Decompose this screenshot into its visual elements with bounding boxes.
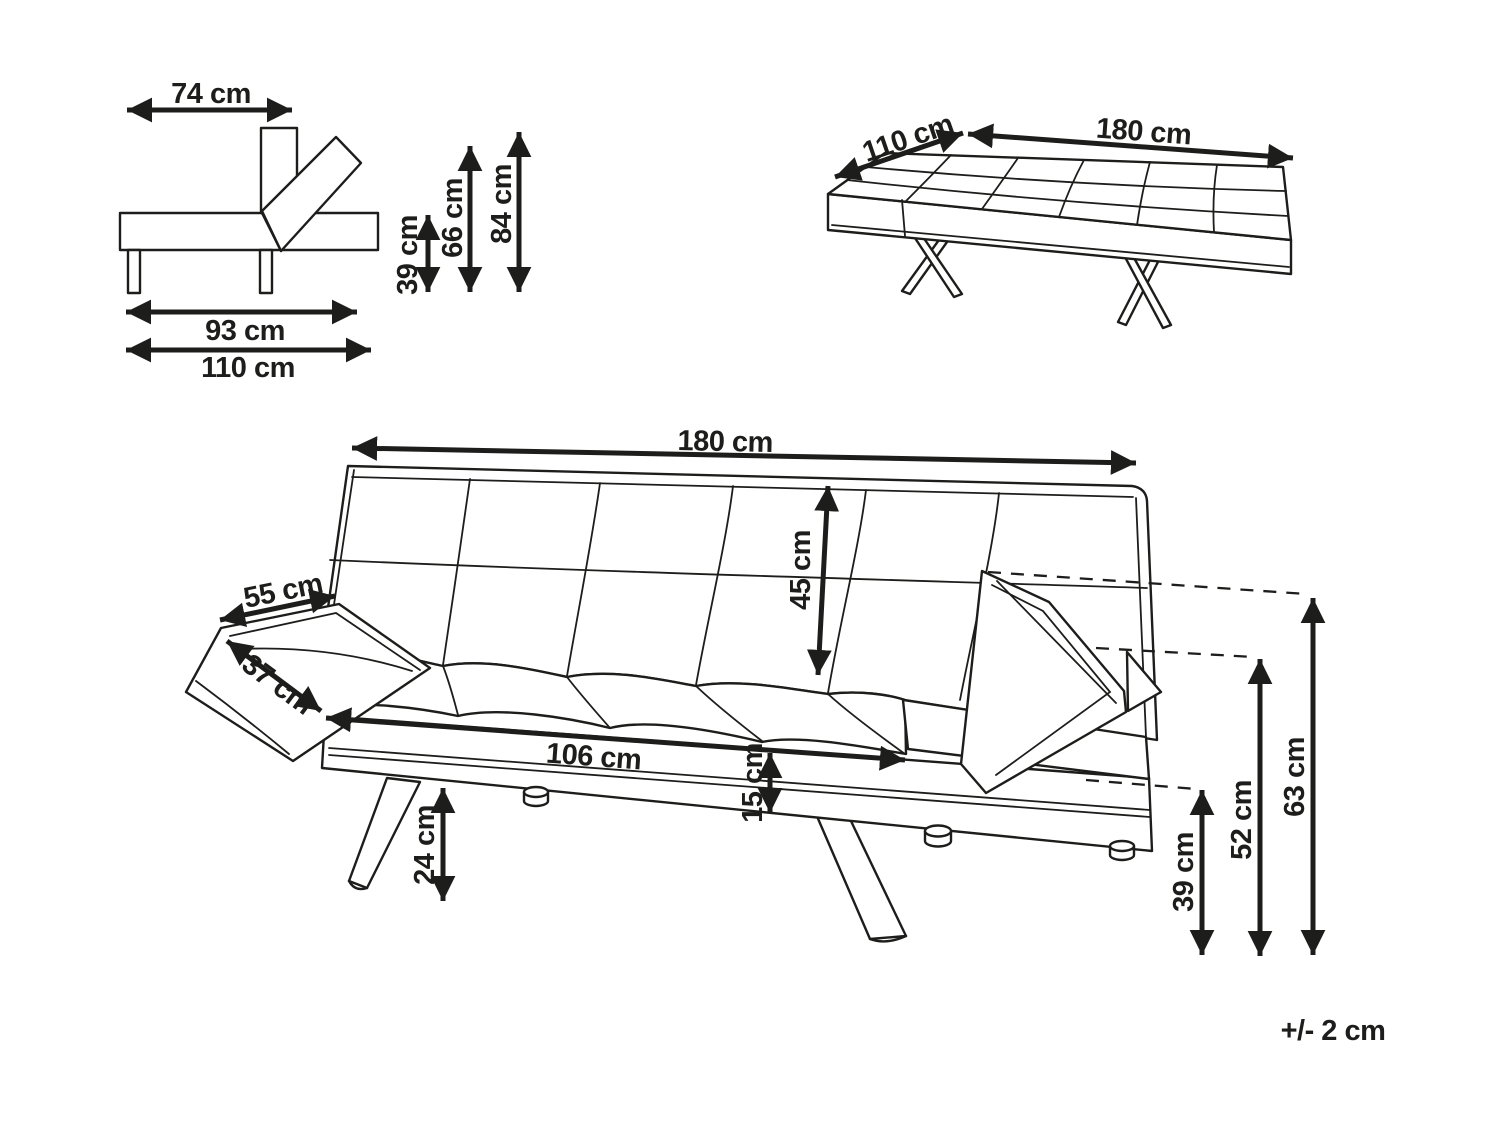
dashed-line-armrest-mid — [1095, 646, 1255, 659]
dim-sofa-armrest-mid-height: 52 cm — [1226, 659, 1273, 956]
dim-sofa-width: 180 cm — [351, 425, 1137, 475]
sofa-right-armrest — [959, 569, 1163, 795]
dim-sofa-armrest-top-height: 63 cm — [1279, 598, 1326, 955]
side-view: 74 cm 93 cm 110 cm 39 cm 66 cm 84 cm — [118, 78, 532, 384]
dim-label: 110 cm — [201, 352, 295, 384]
sofa-round-feet — [522, 785, 1136, 862]
dim-side-total-depth: 110 cm — [126, 337, 371, 384]
dim-arrow — [351, 436, 1137, 475]
dim-side-backrest-height: 66 cm — [437, 146, 483, 292]
dim-side-seat-height: 39 cm — [392, 215, 441, 295]
side-view-sofa-drawing — [118, 126, 380, 295]
dim-label: 74 cm — [171, 78, 251, 110]
dim-label: 24 cm — [409, 805, 441, 885]
dim-label: 52 cm — [1226, 780, 1258, 860]
sofa-view: 180 cm 45 cm 55 cm 37 cm 106 cm 15 cm 24… — [184, 425, 1326, 956]
dim-sofa-seat-width: 106 cm — [325, 707, 906, 777]
dim-label: 180 cm — [1095, 113, 1192, 152]
dim-label: 15 cm — [737, 743, 769, 823]
dim-side-total-height: 84 cm — [486, 132, 532, 292]
dim-label: 45 cm — [785, 530, 817, 610]
dim-label: 84 cm — [486, 164, 518, 244]
dim-label: 66 cm — [437, 178, 469, 258]
dim-arrow — [325, 707, 906, 771]
projection-dashed-lines — [987, 570, 1307, 791]
dim-label: 106 cm — [545, 738, 642, 777]
dim-arrow — [225, 638, 323, 714]
dim-sofa-seat-thickness: 15 cm — [737, 743, 783, 823]
dim-bed-width: 180 cm — [967, 113, 1294, 169]
sofa-legs — [347, 776, 908, 943]
dashed-line-armrest-top — [987, 570, 1307, 596]
dim-label: 39 cm — [1168, 832, 1200, 912]
dim-side-backrest-depth: 74 cm — [127, 78, 292, 123]
dim-label: 39 cm — [392, 215, 424, 295]
dim-sofa-ground-clearance: 24 cm — [409, 788, 456, 901]
dim-arrow — [834, 129, 964, 181]
tolerance-note: +/- 2 cm — [1281, 1015, 1386, 1047]
dim-sofa-seat-height: 39 cm — [1168, 790, 1215, 955]
dim-sofa-backrest-height: 45 cm — [785, 485, 840, 676]
bed-view: 110 cm 180 cm — [826, 108, 1294, 330]
dim-label: 63 cm — [1279, 737, 1311, 817]
dim-arrow — [219, 588, 336, 628]
dashed-line-seat-bottom — [1085, 778, 1197, 791]
dim-arrow — [806, 485, 840, 676]
dim-label: 180 cm — [677, 425, 773, 459]
dim-arrow — [967, 123, 1294, 169]
dim-label: 93 cm — [205, 315, 285, 347]
